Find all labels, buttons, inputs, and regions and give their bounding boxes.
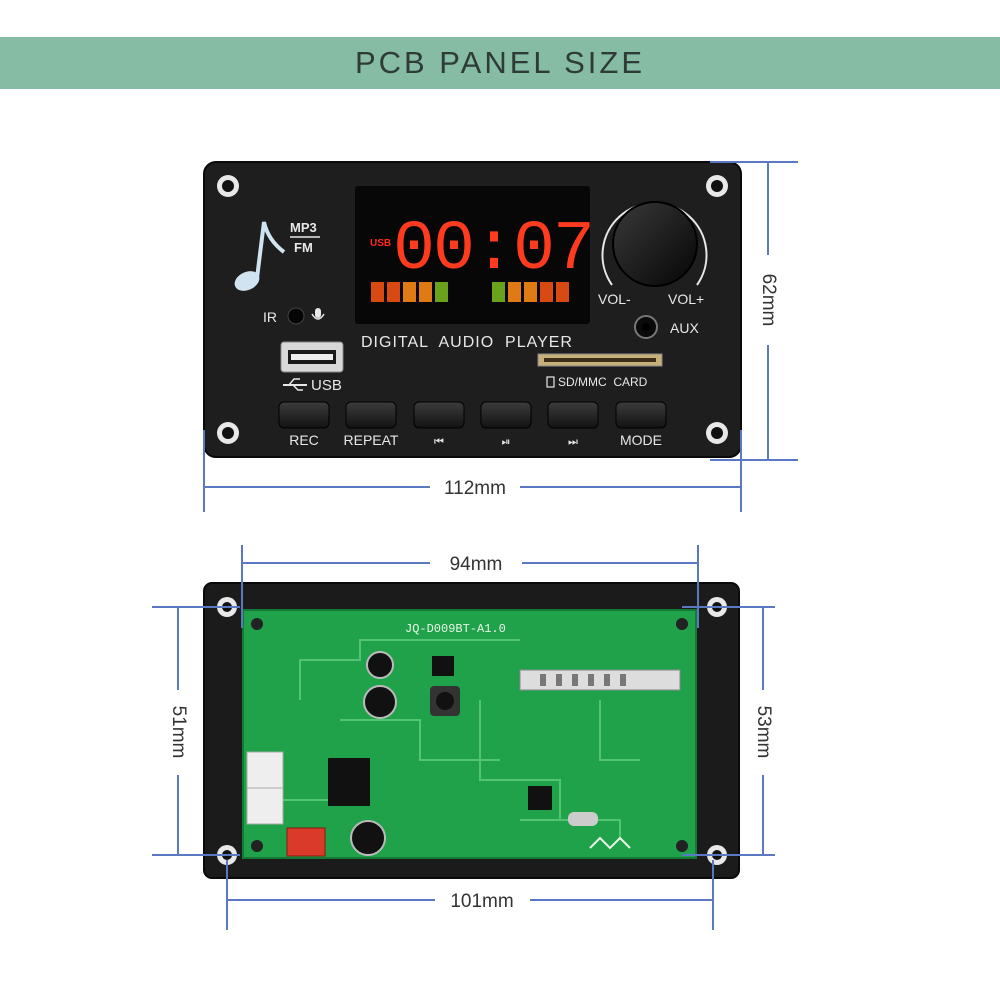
sd-card-icon (546, 376, 555, 388)
aux-label: AUX (670, 320, 699, 336)
front-panel: MP3 FM IR USB 00:07 VOL- (203, 161, 742, 458)
ic-chip (432, 656, 454, 676)
amplifier-chip (328, 758, 370, 806)
back-bottom-width-label: 101mm (450, 891, 513, 912)
logo-fm: FM (294, 240, 313, 255)
power-connector (286, 827, 326, 857)
play-pause-icon: ⏯ (502, 436, 511, 448)
front-height-label: 62mm (758, 274, 779, 327)
rec-label: REC (289, 432, 319, 448)
back-left-height-label: 51mm (168, 706, 189, 759)
back-dimension-lines (152, 545, 775, 930)
prev-icon: ⏮ (434, 436, 444, 448)
back-top-width-label: 94mm (450, 554, 503, 575)
vol-minus-label: VOL- (598, 291, 631, 307)
header-banner: PCB PANEL SIZE (0, 37, 1000, 89)
next-button[interactable] (547, 401, 599, 429)
back-panel: JQ-D009BT-A1.0 (203, 582, 740, 879)
antenna-icon (589, 836, 631, 850)
display-time: 00:07 (393, 211, 593, 290)
page-title: PCB PANEL SIZE (354, 45, 646, 80)
front-width-label: 112mm (444, 478, 506, 499)
bluetooth-chip (528, 786, 552, 810)
repeat-button[interactable] (345, 401, 397, 429)
usb-label: USB (311, 377, 342, 394)
spectrum-bars (371, 282, 569, 302)
ir-sensor-icon (287, 307, 305, 325)
music-note-icon (234, 221, 286, 291)
vol-plus-label: VOL+ (668, 291, 704, 307)
crystal (568, 812, 598, 826)
rec-button[interactable] (278, 401, 330, 429)
repeat-label: REPEAT (344, 432, 399, 448)
prev-button[interactable] (413, 401, 465, 429)
mode-label: MODE (620, 432, 662, 448)
back-right-height-label: 53mm (753, 706, 774, 759)
display-source: USB (370, 238, 391, 249)
microphone-icon (311, 308, 325, 320)
control-buttons (278, 401, 667, 429)
sd-card-label: SD/MMC CARD (558, 375, 648, 389)
usb-icon (283, 378, 307, 391)
device-title: DIGITAL AUDIO PLAYER (361, 334, 573, 351)
pcb-board-label: JQ-D009BT-A1.0 (405, 622, 506, 636)
capacitor-icon (350, 651, 397, 856)
pcb-board (242, 609, 697, 859)
play-pause-button[interactable] (480, 401, 532, 429)
ir-label: IR (263, 309, 277, 325)
logo-mp3: MP3 (290, 220, 317, 235)
volume-knob[interactable] (612, 201, 698, 287)
next-icon: ⏭ (568, 436, 578, 448)
mounting-hole-icon (217, 175, 728, 444)
front-dimension-lines (203, 161, 798, 512)
mode-button[interactable] (615, 401, 667, 429)
